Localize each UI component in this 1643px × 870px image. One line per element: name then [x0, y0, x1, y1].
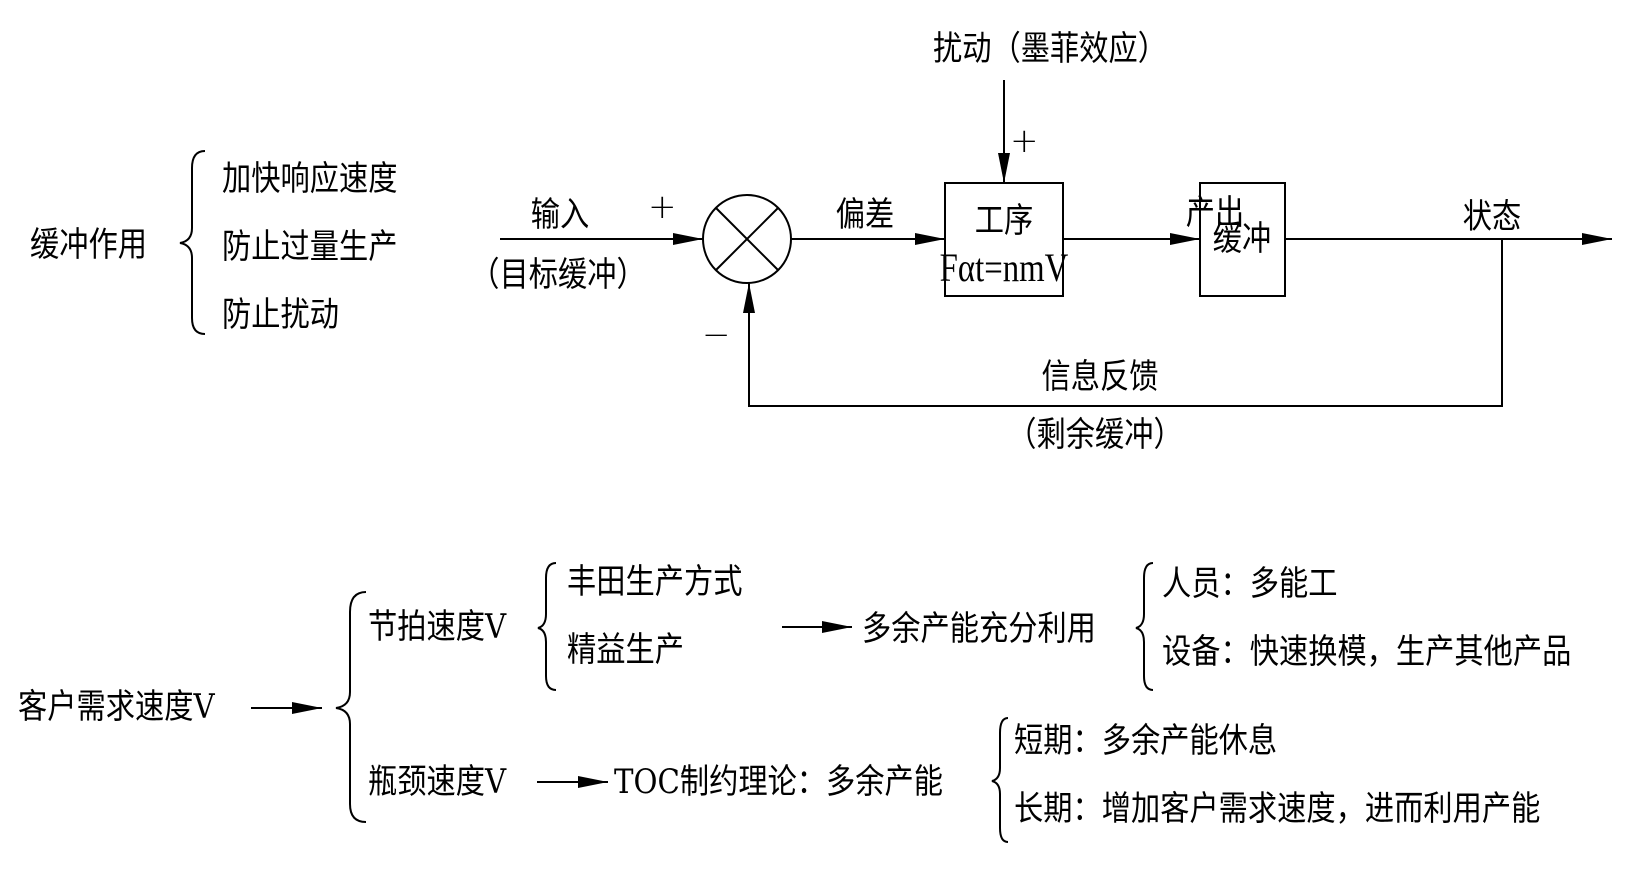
disturbance-label: 扰动（墨菲效应） [933, 29, 1167, 69]
speed-tree-root: 客户需求速度V [18, 687, 215, 727]
process-block-title: 工序 [974, 201, 1034, 241]
buffer-block-title: 缓冲 [1212, 219, 1272, 259]
bottleneck-result: TOC制约理论：多余产能 [614, 762, 944, 802]
branch-bottleneck-label: 瓶颈速度V [368, 762, 507, 802]
input-sublabel: （目标缓冲） [470, 255, 646, 295]
buffer-role-item: 防止扰动 [222, 295, 339, 335]
disturbance-sign: + [1010, 121, 1039, 161]
takt-detail-item: 人员：多能工 [1162, 564, 1338, 604]
feedback-label: 信息反馈 [1041, 357, 1159, 397]
brace-toc-details [991, 717, 1009, 843]
takt-method-item: 丰田生产方式 [567, 562, 743, 602]
brace-utilization-details [1135, 562, 1154, 691]
state-label: 状态 [1462, 197, 1522, 237]
buffer-role-item: 加快响应速度 [222, 159, 398, 199]
feedback-sublabel: （剩余缓冲） [1007, 415, 1183, 455]
process-block-formula: Fαt=nmV [939, 245, 1069, 290]
output-label: 产出 [1185, 193, 1245, 233]
summing-junction-cross-b [715, 207, 779, 271]
brace-takt-methods [537, 562, 557, 691]
buffer-roles-title: 缓冲作用 [30, 225, 147, 265]
takt-method-item: 精益生产 [567, 630, 684, 670]
feedback-sign: − [702, 315, 731, 355]
brace-speed-branches [335, 591, 367, 823]
input-sign: + [648, 187, 677, 227]
bottleneck-detail-item: 短期：多余产能休息 [1014, 721, 1278, 761]
bottleneck-detail-item: 长期：增加客户需求速度，进而利用产能 [1014, 789, 1541, 829]
buffer-role-item: 防止过量生产 [222, 227, 398, 267]
branch-takt-label: 节拍速度V [368, 607, 507, 647]
brace-buffer-roles [179, 150, 206, 335]
input-label: 输入 [530, 195, 590, 235]
feedback-loop-line [743, 239, 1503, 407]
takt-detail-item: 设备：快速换模，生产其他产品 [1162, 632, 1572, 672]
deviation-label: 偏差 [835, 195, 895, 235]
takt-result: 多余产能充分利用 [862, 609, 1096, 649]
